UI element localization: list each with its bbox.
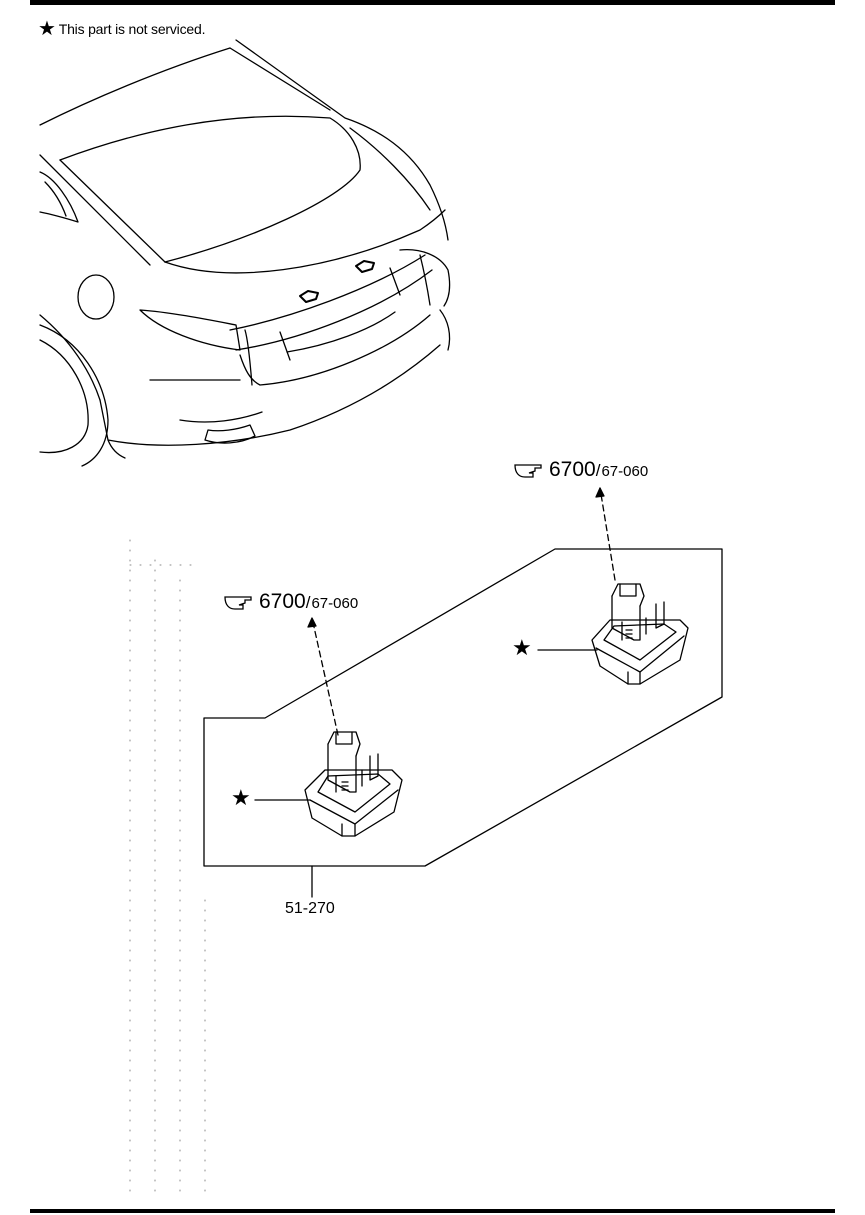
star-marker-lower: ★ [231,785,251,810]
dotted-guide-lines [129,539,206,1201]
leader-arrow-upper [599,487,616,581]
not-serviced-note: ★ This part is not serviced. [38,19,205,39]
callout-sub-number: 67-060 [601,463,649,480]
callout-separator: / [305,593,311,612]
star-icon: ★ [38,18,56,40]
leader-arrow-lower [311,617,339,736]
license-lamp-lower [304,731,403,837]
note-text: This part is not serviced. [58,21,206,37]
part-number-label: 51-270 [285,900,335,917]
star-marker-upper: ★ [512,635,532,660]
callout-sub-number: 67-060 [311,595,359,612]
callout-main-number: 6700 [549,458,596,481]
top-border-rule [30,0,835,5]
callout-main-number: 6700 [259,590,306,613]
callout-separator: / [595,461,601,480]
callout-reference-lower: 6700 / 67-060 [223,590,358,614]
group-outline [203,548,723,867]
car-rear-illustration [39,39,451,467]
license-lamp-upper [591,583,689,685]
callout-reference-upper: 6700 / 67-060 [513,458,648,482]
pointing-hand-icon [224,596,252,610]
bottom-border-rule [30,1209,835,1213]
pointing-hand-icon [514,464,542,478]
